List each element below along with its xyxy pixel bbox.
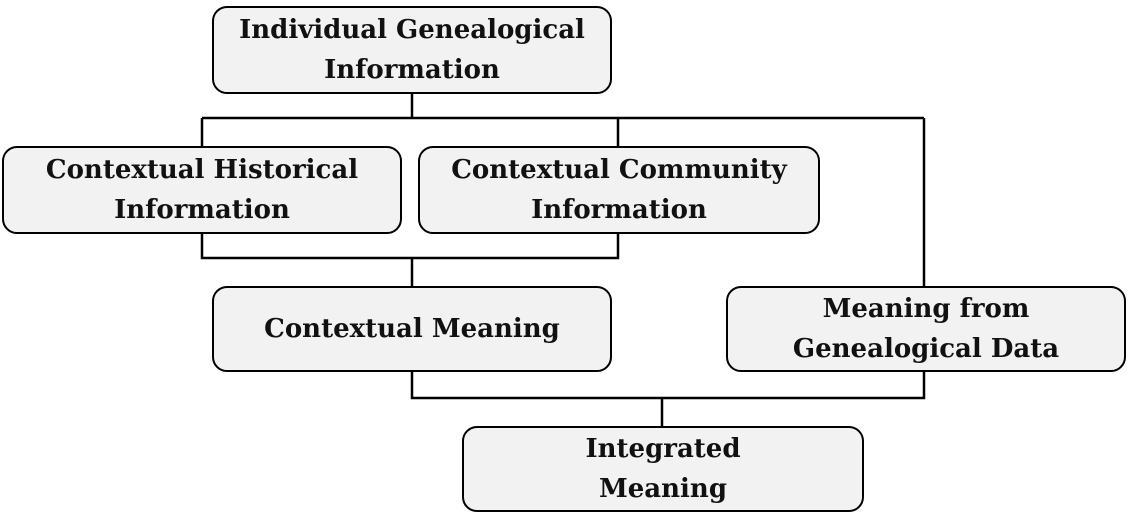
node-label: Integrated: [585, 434, 741, 464]
connector-individual-split: [200, 94, 926, 286]
node-contextual-meaning: Contextual Meaning: [212, 286, 612, 372]
node-label: Contextual Meaning: [264, 314, 560, 344]
node-label: Information: [324, 55, 500, 85]
node-label: Meaning from: [822, 294, 1030, 324]
node-label: Information: [531, 195, 707, 225]
node-label: Individual Genealogical: [239, 15, 585, 45]
node-label: Contextual Historical: [45, 155, 359, 185]
node-label: Genealogical Data: [792, 334, 1060, 364]
node-label: Contextual Community: [451, 155, 787, 185]
node-label: Meaning: [598, 474, 728, 504]
node-label: Information: [114, 195, 290, 225]
connector-meaning-merge: [410, 372, 926, 426]
connector-context-merge: [200, 234, 620, 286]
